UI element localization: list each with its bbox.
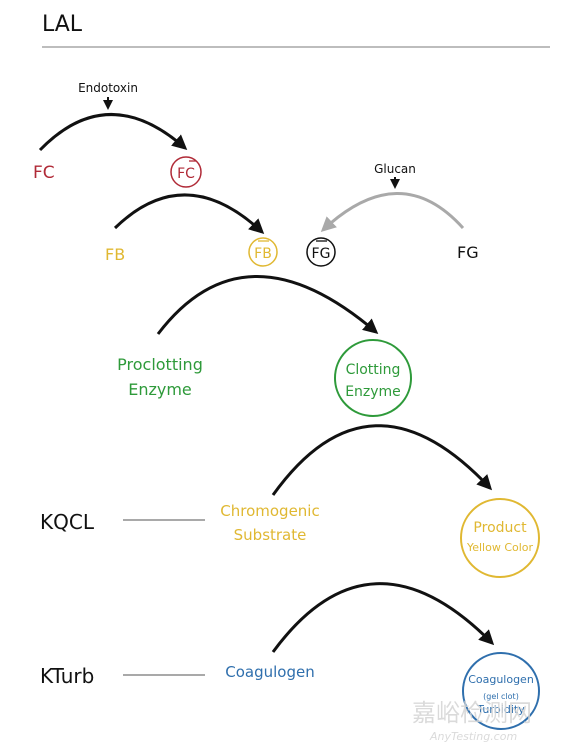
page-title: LAL	[42, 12, 83, 37]
watermark-cn: 嘉峪检测网	[412, 699, 532, 727]
arc-proclotting-to-clotting	[156, 275, 379, 335]
fb-active-label: FB	[254, 246, 272, 262]
product-line2: Yellow Color	[466, 541, 534, 554]
fg-label: FG	[457, 243, 479, 262]
fg-active-label: FG	[312, 246, 331, 262]
endotoxin-label: Endotoxin	[78, 81, 138, 95]
clotting-enzyme-circle	[334, 339, 412, 417]
kqcl-label: KQCL	[40, 510, 95, 534]
arc-fb-to-fb-active	[113, 193, 265, 235]
coagulogen-label: Coagulogen	[225, 663, 314, 681]
arc-chromogenic-to-product	[271, 424, 493, 496]
arc-fc-to-fc-active	[38, 113, 188, 152]
arc-fg-to-fg-active	[320, 192, 465, 233]
coag-out-line3: Turbidity	[476, 703, 525, 716]
fc-label: FC	[33, 163, 55, 183]
fc-active-circle	[170, 156, 202, 188]
fb-label: FB	[105, 245, 125, 264]
kturb-label: KTurb	[40, 664, 94, 688]
fg-active-circle	[306, 237, 336, 267]
fb-active-circle	[248, 237, 278, 267]
proclotting-enzyme-line1: Proclotting	[117, 355, 203, 374]
coagulogen-output-circle	[462, 652, 540, 730]
product-line1: Product	[473, 520, 527, 536]
chromogenic-substrate-line2: Substrate	[234, 526, 307, 544]
coag-out-line2: (gel clot)	[483, 692, 519, 701]
product-yellow-circle	[460, 498, 540, 578]
fc-active-label: FC	[177, 166, 195, 182]
clotting-enzyme-line2: Enzyme	[345, 384, 401, 400]
chromogenic-substrate-line1: Chromogenic	[220, 502, 319, 520]
watermark-en: AnyTesting.com	[429, 730, 517, 743]
coag-out-line1: Coagulogen	[468, 673, 534, 686]
glucan-label: Glucan	[374, 162, 416, 176]
proclotting-enzyme-line2: Enzyme	[128, 380, 192, 399]
arc-coagulogen-to-turbidity	[271, 582, 495, 653]
clotting-enzyme-line1: Clotting	[346, 362, 401, 378]
